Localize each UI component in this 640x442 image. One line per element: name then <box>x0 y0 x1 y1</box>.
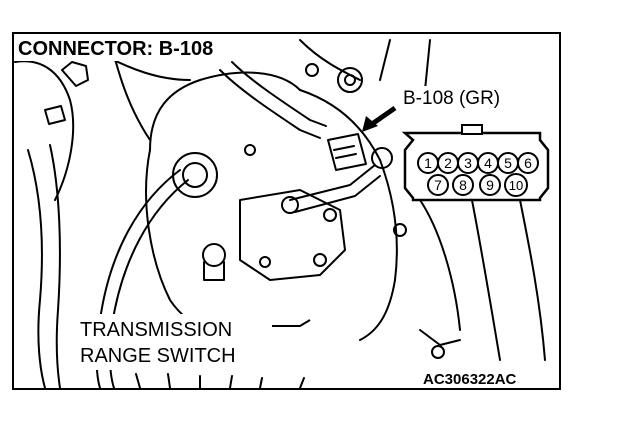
connector-pin: 2 <box>437 152 459 174</box>
connector-pin: 9 <box>479 174 501 196</box>
pin-row-bottom: 7 8 9 10 <box>427 173 528 197</box>
component-leader-line <box>272 319 311 327</box>
pin-number: 1 <box>424 155 432 171</box>
connector-pin: 5 <box>497 152 519 174</box>
pin-number: 2 <box>444 155 452 171</box>
pin-number: 3 <box>464 155 472 171</box>
connector-label: B-108 (GR) <box>403 88 500 109</box>
figure-title: CONNECTOR: B-108 <box>18 38 213 60</box>
figure-code: AC306322AC <box>423 371 517 388</box>
connector-arrow <box>362 105 397 132</box>
connector-pin: 8 <box>452 174 474 196</box>
pin-number: 7 <box>434 177 442 193</box>
pin-number: 5 <box>504 155 512 171</box>
pin-number: 4 <box>484 155 492 171</box>
connector-pin: 7 <box>427 174 449 196</box>
component-label-line2: RANGE SWITCH <box>80 345 236 367</box>
connector-pin: 1 <box>417 152 439 174</box>
connector-pin: 6 <box>517 152 539 174</box>
pin-number: 6 <box>524 155 532 171</box>
pin-number: 10 <box>509 178 523 193</box>
connector-pin: 10 <box>504 173 528 197</box>
pin-number: 9 <box>486 177 494 193</box>
connector-pin: 3 <box>457 152 479 174</box>
component-label-line1: TRANSMISSION <box>80 319 232 341</box>
pin-row-top: 1 2 3 4 5 6 <box>417 152 539 174</box>
connector-pin: 4 <box>477 152 499 174</box>
pin-number: 8 <box>459 177 467 193</box>
